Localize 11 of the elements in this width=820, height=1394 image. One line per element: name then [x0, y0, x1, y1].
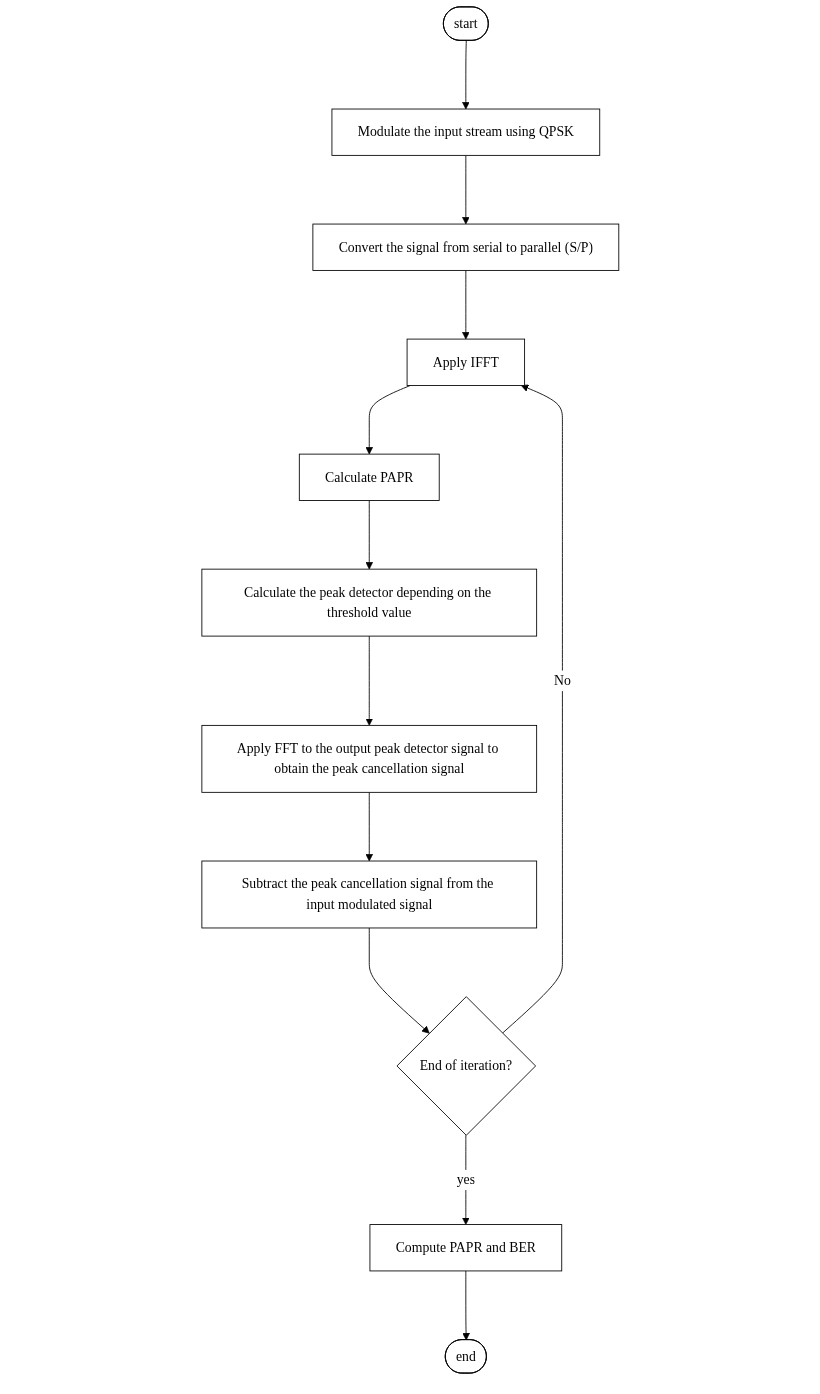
node-box: Convert the signal from serial to parallel (S/P): [312, 223, 619, 271]
node-box: Apply IFFT: [406, 338, 525, 386]
node-box: Calculate the peak detector depending on the threshold value: [201, 568, 537, 637]
node-box: Compute PAPR and BER: [369, 1224, 562, 1272]
node-box: Subtract the peak cancellation signal from the input modulated signal: [201, 860, 537, 929]
node-box: Modulate the input stream using QPSK: [331, 108, 600, 156]
node-box: Calculate PAPR: [298, 453, 440, 501]
edge-label: yes: [456, 1172, 475, 1187]
edge-label: No: [553, 673, 571, 688]
node-box: Apply FFT to the output peak detector signal to obtain the peak cancellation signal: [201, 724, 537, 793]
node-diamond: End of iteration?: [396, 996, 536, 1136]
